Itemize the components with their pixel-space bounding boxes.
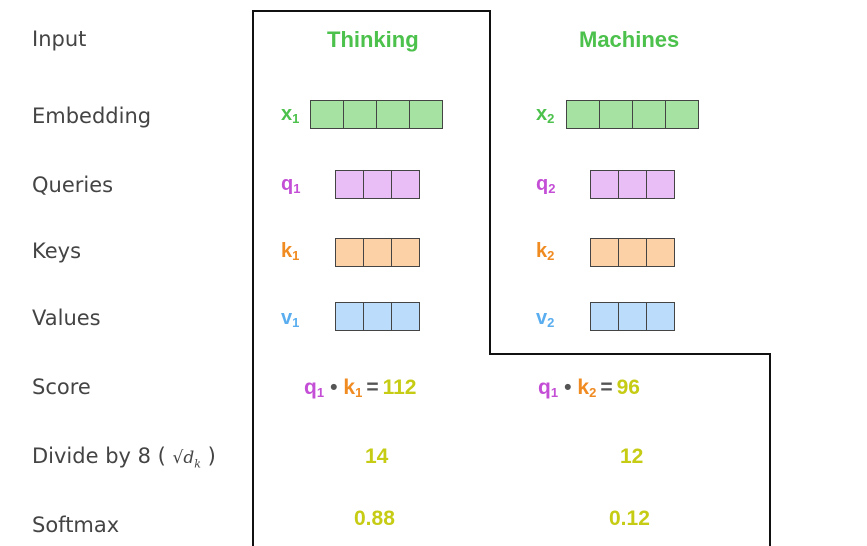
score-q-term: q1 bbox=[538, 376, 559, 400]
row-label-keys: Keys bbox=[32, 239, 82, 263]
k1-key-vector bbox=[335, 238, 420, 267]
divided-score-2: 12 bbox=[620, 445, 644, 468]
score-q1-k2: q1•k2=96 bbox=[538, 376, 640, 400]
q2-query-vector bbox=[590, 170, 675, 199]
row-label-score: Score bbox=[32, 375, 91, 399]
x1-label: x1 bbox=[281, 103, 300, 126]
row-label-softmax: Softmax bbox=[32, 513, 120, 537]
divide-suffix: ) bbox=[207, 444, 216, 468]
sqrt-dk-symbol: √dk bbox=[172, 448, 201, 471]
k2-key-vector bbox=[590, 238, 675, 267]
v1-label: v1 bbox=[281, 307, 300, 330]
score-value: 96 bbox=[616, 376, 640, 399]
v2-value-vector bbox=[590, 302, 675, 331]
q1-query-vector bbox=[335, 170, 420, 199]
score-k-term: k1 bbox=[343, 376, 363, 400]
row-label-queries: Queries bbox=[32, 173, 114, 197]
softmax-value-2: 0.12 bbox=[609, 507, 650, 530]
k1-label: k1 bbox=[281, 240, 300, 263]
x1-embedding-vector bbox=[310, 100, 443, 129]
q2-label: q2 bbox=[536, 173, 556, 196]
v1-value-vector bbox=[335, 302, 420, 331]
x2-label: x2 bbox=[536, 103, 555, 126]
row-label-input: Input bbox=[32, 27, 87, 51]
score-q1-k1: q1•k1=112 bbox=[304, 376, 417, 400]
k2-label: k2 bbox=[536, 240, 555, 263]
word-thinking: Thinking bbox=[327, 27, 419, 52]
row-label-divide: Divide by 8 ( √dk ) bbox=[32, 444, 216, 470]
v2-label: v2 bbox=[536, 307, 555, 330]
score-k-term: k2 bbox=[577, 376, 597, 400]
softmax-value-1: 0.88 bbox=[354, 507, 395, 530]
word-machines: Machines bbox=[579, 27, 680, 52]
divided-score-1: 14 bbox=[365, 445, 389, 468]
q1-label: q1 bbox=[281, 173, 301, 196]
row-label-embedding: Embedding bbox=[32, 104, 152, 128]
x2-embedding-vector bbox=[566, 100, 699, 129]
score-q-term: q1 bbox=[304, 376, 325, 400]
score-value: 112 bbox=[382, 376, 417, 399]
row-label-values: Values bbox=[32, 306, 101, 330]
divide-prefix: Divide by 8 ( bbox=[32, 444, 166, 468]
